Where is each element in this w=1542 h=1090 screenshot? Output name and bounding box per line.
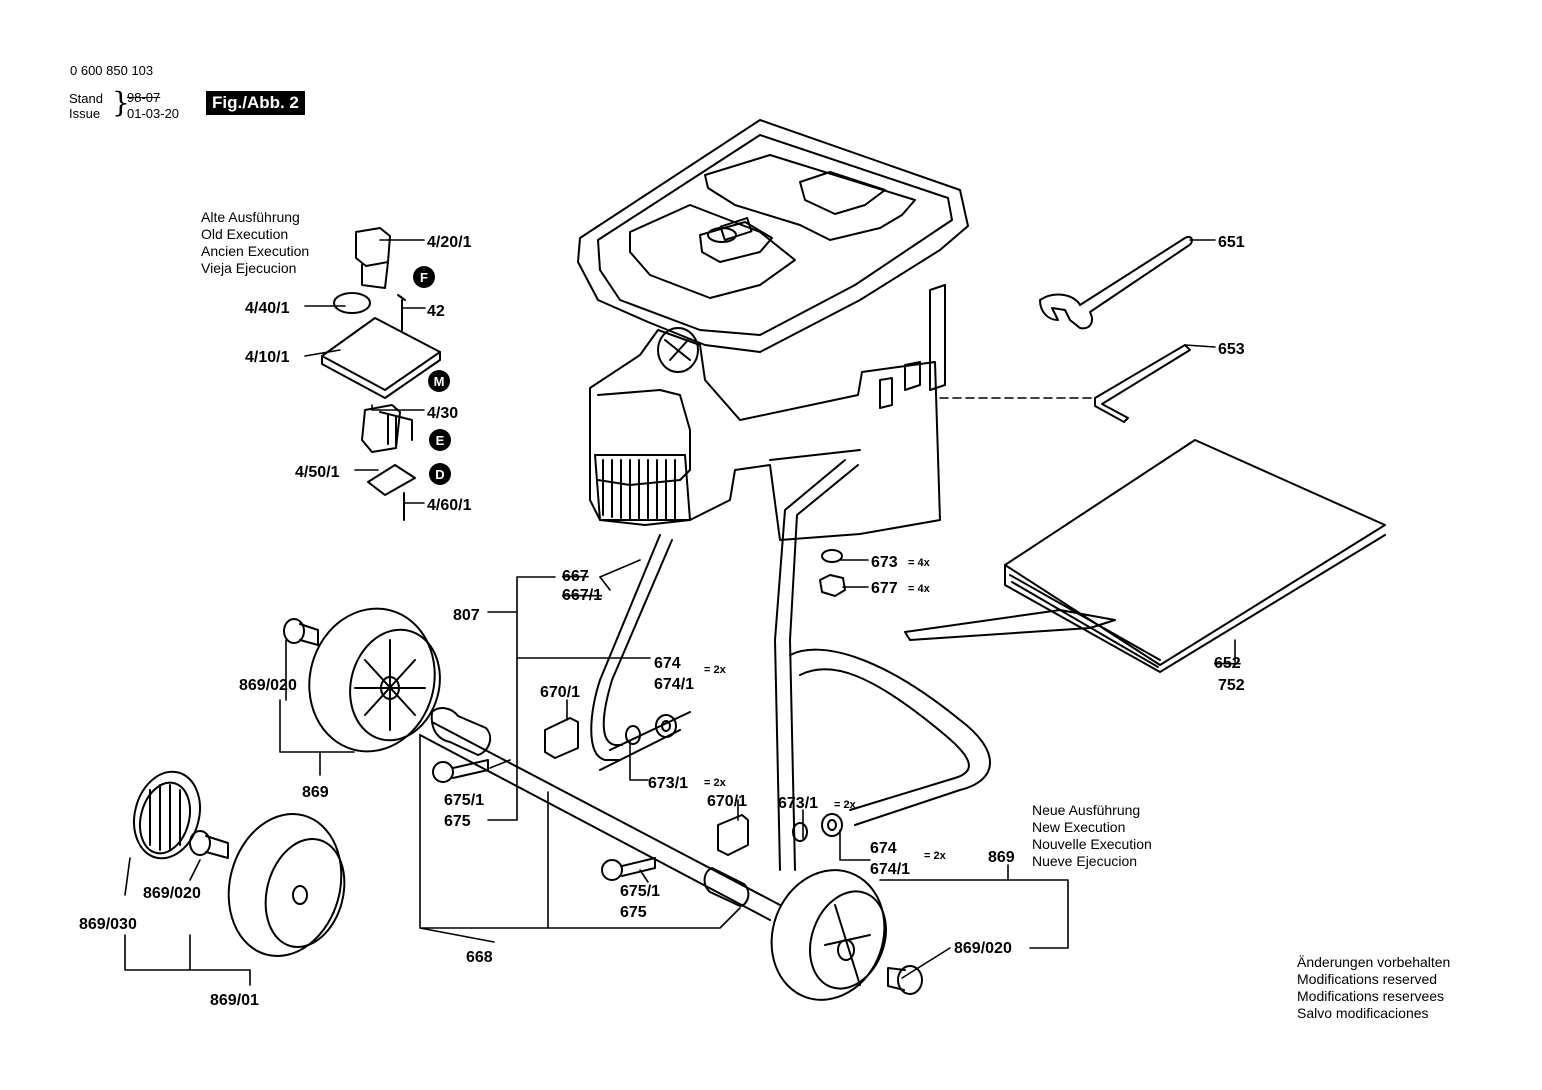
callout-869-01: 869/01 [210,992,259,1009]
callout-4-30: 4/30 [427,405,458,422]
callout-869-020-a: 869/020 [239,677,297,694]
marker-f [413,266,435,288]
figure-label: Fig./Abb. 2 [206,91,305,115]
marker-f-label: F [420,270,428,285]
callout-675-1-b: 675/1 [620,883,660,900]
hopper-drawing [577,119,969,353]
qty-673-1-b: = 2x [834,799,857,811]
section-markers: F M E D [413,266,451,485]
bolts-drawing [432,759,656,881]
callout-4-60-1: 4/60/1 [427,497,472,514]
new-execution-en: New Execution [1032,819,1126,835]
callout-652: 652 [1214,655,1241,672]
hex-key-drawing [1094,344,1191,423]
wheel-upper-left-drawing [308,607,441,753]
new-execution-fr: Nouvelle Execution [1032,836,1152,852]
axle-drawing [419,707,781,921]
stand-label: Stand [69,91,103,106]
callout-869-030: 869/030 [79,916,137,933]
axle-caps-drawing [189,618,923,995]
wheel-right-drawing [770,869,887,1001]
callout-651: 651 [1218,234,1245,251]
marker-e-label: E [436,433,445,448]
callout-653: 653 [1218,341,1245,358]
marker-m [428,370,450,392]
callout-675-a: 675 [444,813,471,830]
callout-807: 807 [453,607,480,624]
callout-667-1: 667/1 [562,587,602,604]
old-execution-de: Alte Ausführung [201,209,300,225]
callout-869-020-c: 869/020 [954,940,1012,957]
issue-label: Issue [69,106,101,121]
old-execution-en: Old Execution [201,226,289,242]
callout-674-1-b: 674/1 [870,861,910,878]
qty-673: = 4x [908,557,931,569]
qty-673-1-a: = 2x [704,777,727,789]
modifications-en: Modifications reserved [1297,971,1438,987]
callout-4-40-1: 4/40/1 [245,300,290,317]
new-execution-de: Neue Ausführung [1032,802,1141,818]
callout-869-020-b: 869/020 [143,885,201,902]
callout-42: 42 [427,303,445,320]
part-number: 0 600 850 103 [70,63,154,78]
new-execution-note: Neue Ausführung New Execution Nouvelle E… [1032,802,1152,870]
qty-677: = 4x [908,583,931,595]
new-execution-es: Nueve Ejecucion [1032,853,1138,869]
callout-673-1-b: 673/1 [778,795,818,812]
modifications-de: Änderungen vorbehalten [1297,954,1451,970]
callout-677: 677 [871,580,898,597]
old-execution-note: Alte Ausführung Old Execution Ancien Exe… [201,209,309,277]
callout-674-1-a: 674/1 [654,676,694,693]
brackets-drawing [544,717,749,856]
old-execution-fr: Ancien Execution [201,243,310,259]
stand-frame-drawing [590,459,991,871]
machine-housing-drawing [589,284,946,541]
callout-673-1-a: 673/1 [648,775,688,792]
qty-674-b: = 2x [924,850,947,862]
callout-869-b: 869 [988,849,1015,866]
switch-assembly-drawing [321,227,441,521]
callout-674-a: 674 [654,655,681,672]
modifications-note: Änderungen vorbehalten Modifications res… [1297,954,1450,1022]
hubcap-drawing [133,770,201,860]
old-execution-es: Vieja Ejecucion [201,260,297,276]
issue-date: 01-03-20 [127,106,180,121]
callout-4-50-1: 4/50/1 [295,464,340,481]
modifications-fr: Modifications reservees [1297,988,1445,1004]
modifications-es: Salvo modificaciones [1297,1005,1429,1021]
wheel-lower-left-drawing [227,813,346,957]
callout-4-10-1: 4/10/1 [245,349,290,366]
marker-e [429,429,451,451]
callout-667: 667 [562,568,589,585]
marker-d [429,463,451,485]
callout-670-1-a: 670/1 [540,684,580,701]
wrench-drawing [1039,236,1193,330]
marker-d-label: D [435,467,444,482]
callout-869-a: 869 [302,784,329,801]
callout-670-1-b: 670/1 [707,793,747,810]
leader-lines [124,239,1236,986]
callout-675-b: 675 [620,904,647,921]
marker-m-label: M [434,374,445,389]
washers-nuts-drawing [625,549,846,842]
callout-673: 673 [871,554,898,571]
part-callouts: 4/20/1 42 4/40/1 4/10/1 4/30 4/50/1 4/60… [79,234,1245,1009]
qty-674-a: = 2x [704,664,727,676]
callout-668: 668 [466,949,493,966]
callout-674-b: 674 [870,840,897,857]
operating-manual-drawing [904,439,1386,673]
brace-glyph: } [112,86,130,119]
callout-675-1-a: 675/1 [444,792,484,809]
callout-752: 752 [1218,677,1245,694]
stand-date: 98-07 [127,90,161,105]
callout-4-20-1: 4/20/1 [427,234,472,251]
